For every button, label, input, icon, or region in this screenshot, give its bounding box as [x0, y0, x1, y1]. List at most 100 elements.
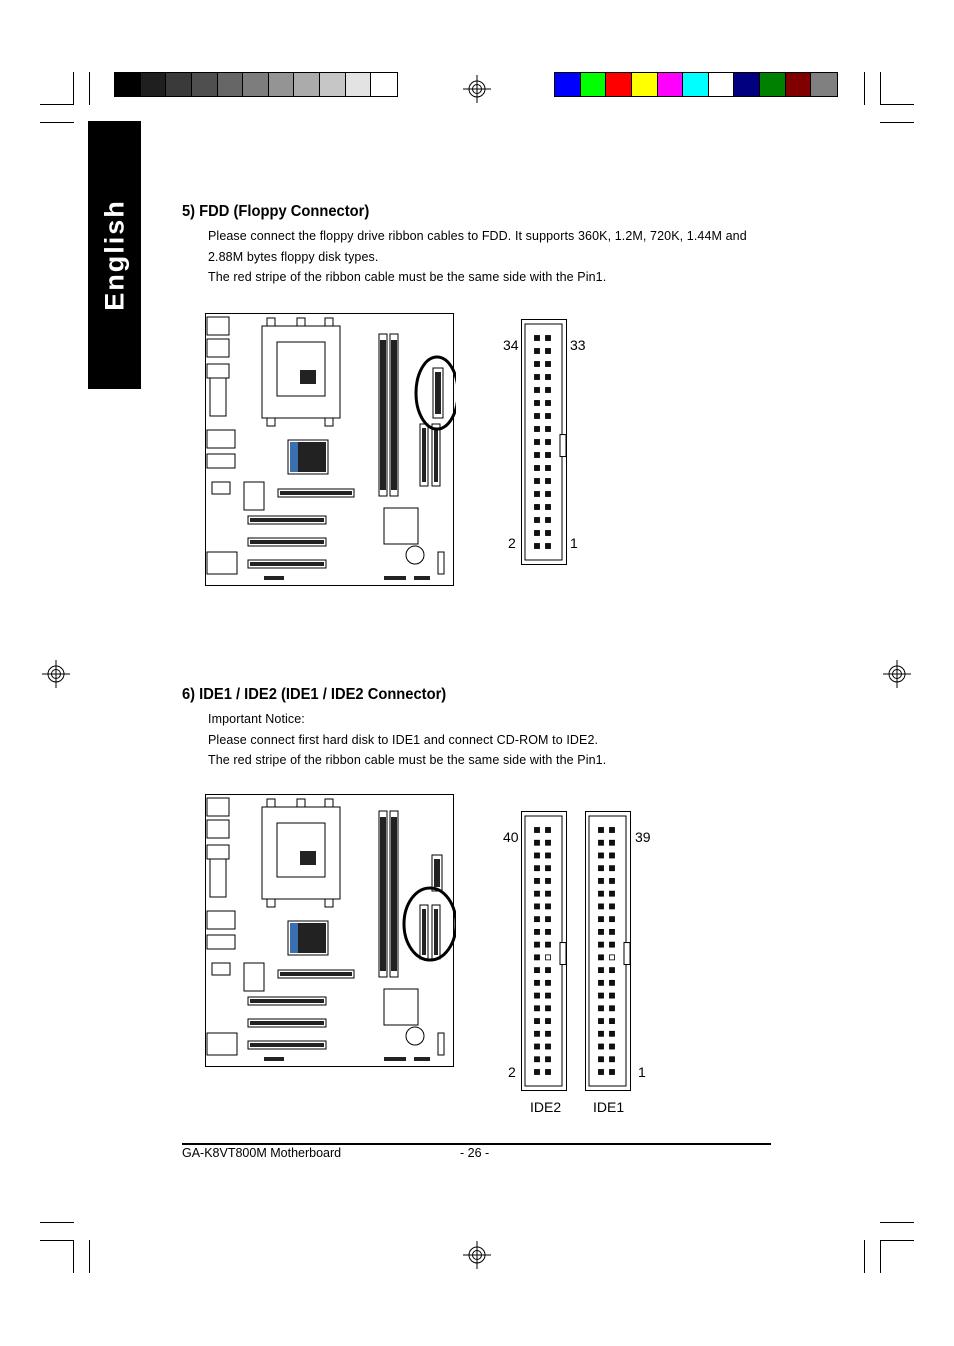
- connector-pin: [534, 979, 540, 986]
- registration-mark-left: [42, 660, 70, 688]
- connector-pin: [609, 992, 615, 999]
- color-swatch: [115, 73, 141, 96]
- connector-pin: [609, 1069, 615, 1075]
- color-swatch: [555, 73, 581, 96]
- connector-pin: [545, 348, 551, 354]
- fdd-text-line-2: 2.88M bytes floppy disk types.: [208, 250, 379, 264]
- footer-rule: [182, 1143, 771, 1145]
- connector-pin: [534, 478, 540, 484]
- ide-notice: Important Notice:: [208, 712, 305, 726]
- color-swatch: [580, 73, 607, 96]
- grayscale-color-bar: [114, 72, 398, 97]
- connector-pin: [534, 361, 540, 367]
- connector-pin: [534, 941, 540, 948]
- connector-pin: [534, 1043, 540, 1050]
- color-swatch: [760, 73, 786, 96]
- process-color-bar: [554, 72, 838, 97]
- connector-pin: [545, 504, 551, 510]
- connector-pin: [609, 852, 615, 859]
- fdd-heading: 5) FDD (Floppy Connector): [182, 203, 370, 220]
- connector-pin: [609, 827, 615, 833]
- connector-pin: [545, 439, 551, 445]
- footer-model: GA-K8VT800M Motherboard: [182, 1146, 342, 1160]
- ide2-label: IDE2: [530, 1099, 562, 1115]
- connector-pin: [534, 1005, 540, 1012]
- fdd-pin-diagram: [521, 319, 567, 565]
- connector-pin: [534, 852, 540, 859]
- connector-pin: [534, 1030, 540, 1037]
- ide-text-line-1: Please connect first hard disk to IDE1 a…: [208, 733, 599, 747]
- ide-text-line-2: The red stripe of the ribbon cable must …: [208, 753, 607, 767]
- connector-pin: [609, 1005, 615, 1012]
- connector-pin: [545, 992, 551, 999]
- connector-pin: [545, 954, 551, 961]
- color-swatch: [166, 73, 192, 96]
- connector-pin: [609, 928, 615, 935]
- color-swatch: [631, 73, 658, 96]
- connector-pin: [609, 979, 615, 986]
- connector-pin: [598, 1018, 604, 1024]
- connector-pin: [534, 967, 540, 974]
- color-swatch: [708, 73, 735, 96]
- connector-pin: [598, 1005, 604, 1012]
- connector-pin: [545, 426, 551, 432]
- connector-pin: [545, 400, 551, 406]
- ide-pin-label-1: 1: [638, 1064, 646, 1080]
- ide-heading: 6) IDE1 / IDE2 (IDE1 / IDE2 Connector): [182, 686, 447, 703]
- connector-pin: [545, 413, 551, 419]
- connector-pin: [545, 967, 551, 974]
- ide1-label: IDE1: [593, 1099, 625, 1115]
- connector-pin: [598, 967, 604, 974]
- side-tab-label: English: [99, 199, 129, 311]
- connector-pin: [545, 543, 551, 549]
- connector-pin: [545, 452, 551, 458]
- color-swatch: [734, 73, 760, 96]
- fdd-pin-label-1: 1: [570, 535, 578, 551]
- connector-pin: [534, 491, 540, 497]
- registration-mark-right: [883, 660, 911, 688]
- connector-pin: [598, 827, 604, 833]
- color-swatch: [217, 73, 244, 96]
- connector-pin: [534, 992, 540, 999]
- registration-mark-top: [463, 75, 491, 103]
- connector-pin: [545, 903, 551, 910]
- connector-pin: [534, 865, 540, 872]
- connector-pin: [534, 1069, 540, 1075]
- connector-pin: [545, 491, 551, 497]
- color-swatch: [657, 73, 684, 96]
- connector-pin: [545, 916, 551, 923]
- connector-pin: [534, 348, 540, 354]
- connector-pin: [598, 941, 604, 948]
- connector-pin: [545, 890, 551, 897]
- connector-pin: [609, 941, 615, 948]
- fdd-pin-label-2: 2: [508, 535, 516, 551]
- connector-pin: [545, 517, 551, 523]
- connector-pin: [545, 478, 551, 484]
- connector-pin: [598, 839, 604, 846]
- color-swatch: [294, 73, 320, 96]
- connector-pin: [534, 839, 540, 846]
- connector-pin: [598, 954, 604, 961]
- connector-pin: [609, 1043, 615, 1050]
- connector-pin: [609, 839, 615, 846]
- connector-pin: [534, 890, 540, 897]
- connector-pin: [534, 928, 540, 935]
- connector-pin: [534, 543, 540, 549]
- connector-pin: [534, 335, 540, 341]
- connector-pin: [609, 890, 615, 897]
- connector-pin: [545, 1043, 551, 1050]
- ide-pin-label-2: 2: [508, 1064, 516, 1080]
- fdd-text-line-3: The red stripe of the ribbon cable must …: [208, 270, 607, 284]
- ide-pin-label-39: 39: [635, 829, 651, 845]
- ide-pin-label-40: 40: [503, 829, 519, 845]
- color-swatch: [268, 73, 295, 96]
- color-swatch: [140, 73, 167, 96]
- ide2-pin-diagram: [521, 811, 567, 1091]
- connector-pin: [598, 890, 604, 897]
- connector-pin: [609, 1018, 615, 1024]
- fdd-text-line-1: Please connect the floppy drive ribbon c…: [208, 229, 747, 243]
- connector-pin: [598, 878, 604, 884]
- connector-pin: [609, 878, 615, 884]
- connector-pin: [534, 1018, 540, 1024]
- connector-pin: [598, 852, 604, 859]
